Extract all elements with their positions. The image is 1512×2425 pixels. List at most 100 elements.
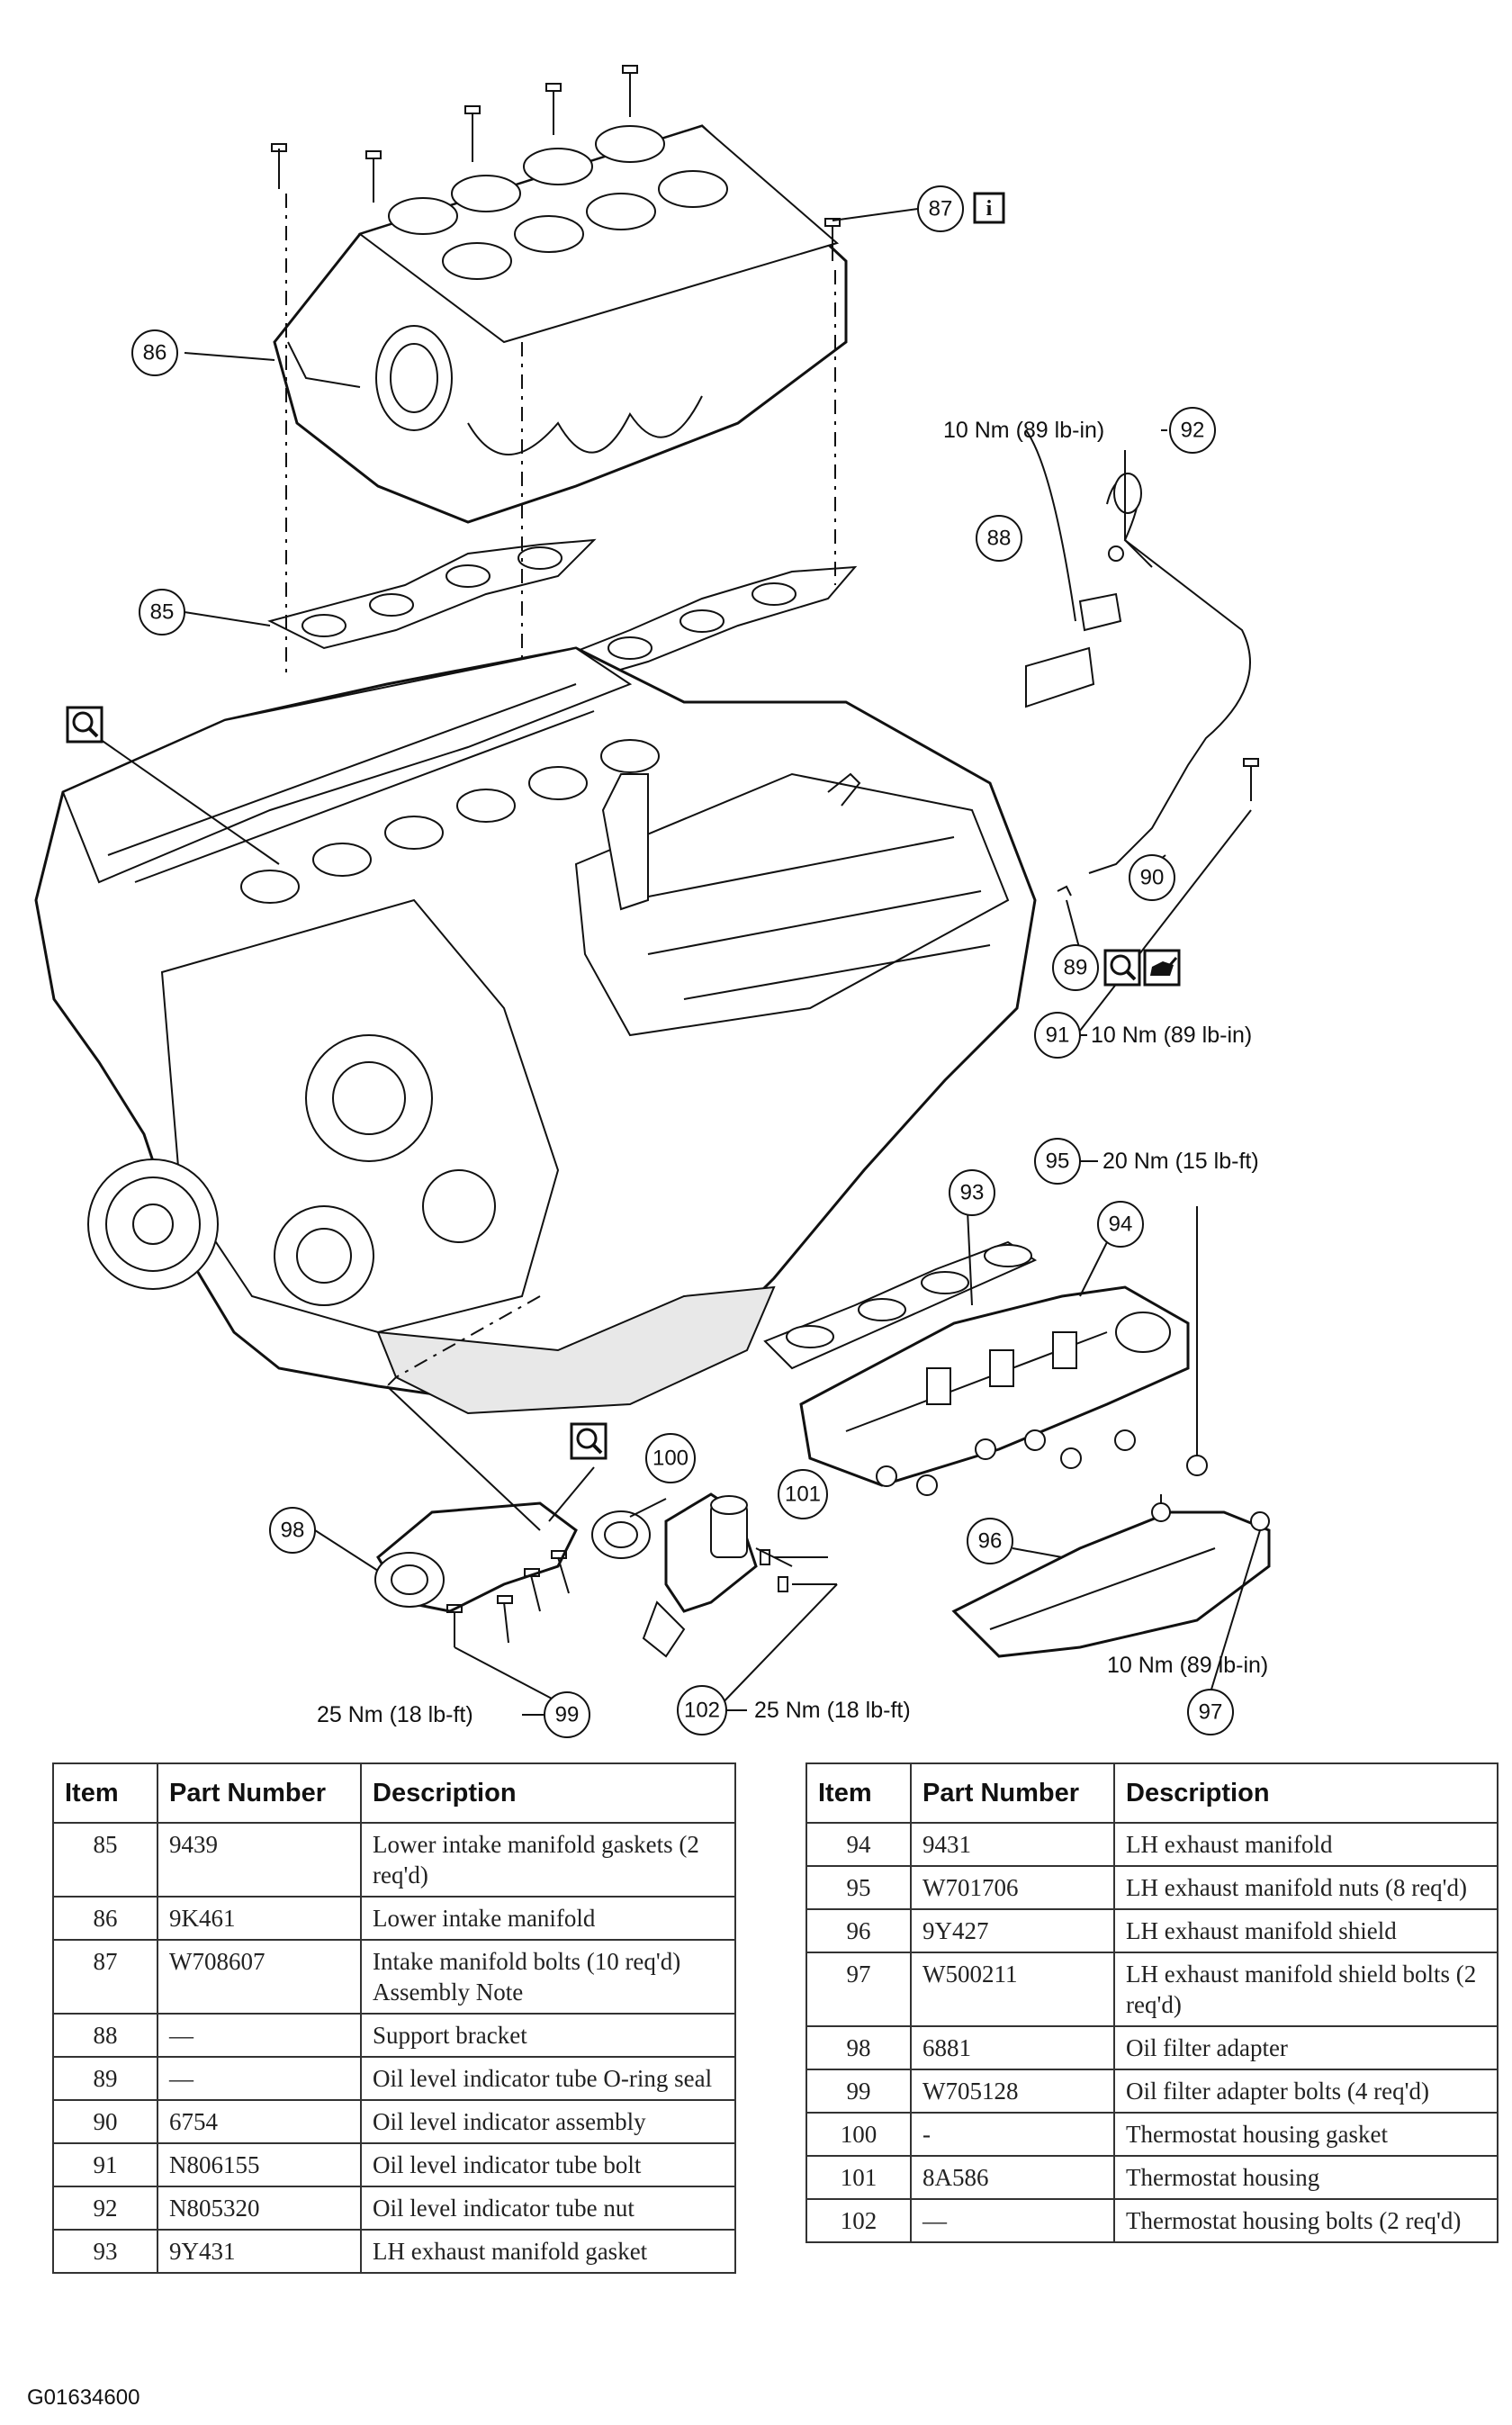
torque-95: 20 Nm (15 lb-ft) — [1102, 1149, 1259, 1174]
description-cell: Oil filter adapter — [1113, 2025, 1498, 2070]
exhaust-manifold-gasket — [763, 1240, 1038, 1370]
part-number-cell: 9Y431 — [157, 2229, 362, 2274]
torque-102: 25 Nm (18 lb-ft) — [754, 1698, 911, 1723]
description-cell: Lower intake manifold gaskets (2 req'd) — [360, 1822, 736, 1898]
part-number-cell: W701706 — [910, 1865, 1115, 1910]
svg-text:97: 97 — [1199, 1700, 1223, 1725]
torque-99: 25 Nm (18 lb-ft) — [317, 1702, 473, 1727]
header-item: Item — [806, 1762, 912, 1824]
inspect-magnifier-icon — [1103, 949, 1141, 987]
description-cell: LH exhaust manifold gasket — [360, 2229, 736, 2274]
torque-97: 10 Nm (89 lb-in) — [1107, 1653, 1268, 1678]
item-cell: 100 — [806, 2112, 912, 2157]
description-cell: Thermostat housing gasket — [1113, 2112, 1498, 2157]
callout-95: 95 — [1034, 1138, 1081, 1185]
assembly-note: Assembly Note — [373, 1979, 524, 2006]
part-number-cell: N806155 — [157, 2142, 362, 2187]
item-cell: 90 — [52, 2099, 158, 2144]
table-row: 88—Support bracket — [52, 2013, 736, 2058]
svg-text:89: 89 — [1064, 956, 1088, 980]
table-header-row: Item Part Number Description — [52, 1762, 736, 1824]
oil-level-indicator — [1025, 473, 1259, 897]
header-description: Description — [1113, 1762, 1498, 1824]
header-part-number: Part Number — [157, 1762, 362, 1824]
lower-intake-manifold — [273, 124, 848, 524]
callout-89: 89 — [1052, 944, 1099, 991]
svg-text:i: i — [986, 197, 993, 221]
item-cell: 99 — [806, 2069, 912, 2114]
thermostat-housing — [642, 1492, 837, 1658]
callout-85: 85 — [139, 589, 185, 636]
table-row: 100-Thermostat housing gasket — [806, 2112, 1498, 2157]
description-cell: Oil level indicator tube O-ring seal — [360, 2056, 736, 2101]
item-cell: 87 — [52, 1939, 158, 2015]
figure-id: G01634600 — [27, 2385, 140, 2410]
part-number-cell: W705128 — [910, 2069, 1115, 2114]
oil-can-icon — [1143, 949, 1181, 987]
svg-text:101: 101 — [785, 1483, 821, 1507]
item-cell: 91 — [52, 2142, 158, 2187]
torque-92: 10 Nm (89 lb-in) — [943, 418, 1104, 443]
item-cell: 101 — [806, 2155, 912, 2200]
description-cell: LH exhaust manifold shield — [1113, 1908, 1498, 1953]
item-cell: 98 — [806, 2025, 912, 2070]
exhaust-manifold-shield — [951, 1494, 1271, 1658]
torque-91: 10 Nm (89 lb-in) — [1091, 1023, 1252, 1048]
item-cell: 85 — [52, 1822, 158, 1898]
description-cell: Oil level indicator tube nut — [360, 2186, 736, 2231]
callout-96: 96 — [967, 1518, 1013, 1564]
callout-100: 100 — [645, 1433, 696, 1483]
item-cell: 93 — [52, 2229, 158, 2274]
svg-text:85: 85 — [150, 600, 175, 625]
description-cell: Oil level indicator tube bolt — [360, 2142, 736, 2187]
svg-text:87: 87 — [929, 197, 953, 221]
part-number-cell: - — [910, 2112, 1115, 2157]
table-header-row: Item Part Number Description — [806, 1762, 1498, 1824]
svg-text:98: 98 — [281, 1519, 305, 1543]
oil-filter-adapter — [374, 1295, 578, 1613]
description-cell: Oil filter adapter bolts (4 req'd) — [1113, 2069, 1498, 2114]
svg-text:88: 88 — [987, 527, 1012, 551]
callout-98: 98 — [269, 1507, 316, 1554]
item-cell: 88 — [52, 2013, 158, 2058]
description-cell: Support bracket — [360, 2013, 736, 2058]
table-row: 102—Thermostat housing bolts (2 req'd) — [806, 2198, 1498, 2243]
item-cell: 92 — [52, 2186, 158, 2231]
oil-filter-adapter-bolts — [446, 1550, 570, 1647]
header-description: Description — [360, 1762, 736, 1824]
item-cell: 96 — [806, 1908, 912, 1953]
description-text: Intake manifold bolts (10 req'd) — [373, 1948, 681, 1975]
part-number-cell: 6754 — [157, 2099, 362, 2144]
callout-87: 87 — [917, 185, 964, 232]
header-part-number: Part Number — [910, 1762, 1115, 1824]
engine-block — [34, 646, 1037, 1415]
description-cell: LH exhaust manifold shield bolts (2 req'… — [1113, 1952, 1498, 2027]
svg-text:102: 102 — [684, 1699, 720, 1723]
svg-text:99: 99 — [555, 1703, 580, 1727]
callout-90: 90 — [1129, 854, 1175, 901]
callout-88: 88 — [976, 515, 1022, 562]
svg-text:86: 86 — [143, 341, 167, 365]
description-cell: LH exhaust manifold nuts (8 req'd) — [1113, 1865, 1498, 1910]
callout-97: 97 — [1187, 1689, 1234, 1735]
item-cell: 95 — [806, 1865, 912, 1910]
callout-86: 86 — [131, 329, 178, 376]
thermostat-gasket — [591, 1510, 651, 1559]
callout-93: 93 — [949, 1169, 995, 1216]
exhaust-manifold — [799, 1285, 1190, 1487]
callout-99: 99 — [544, 1691, 590, 1738]
description-cell: LH exhaust manifold — [1113, 1822, 1498, 1867]
